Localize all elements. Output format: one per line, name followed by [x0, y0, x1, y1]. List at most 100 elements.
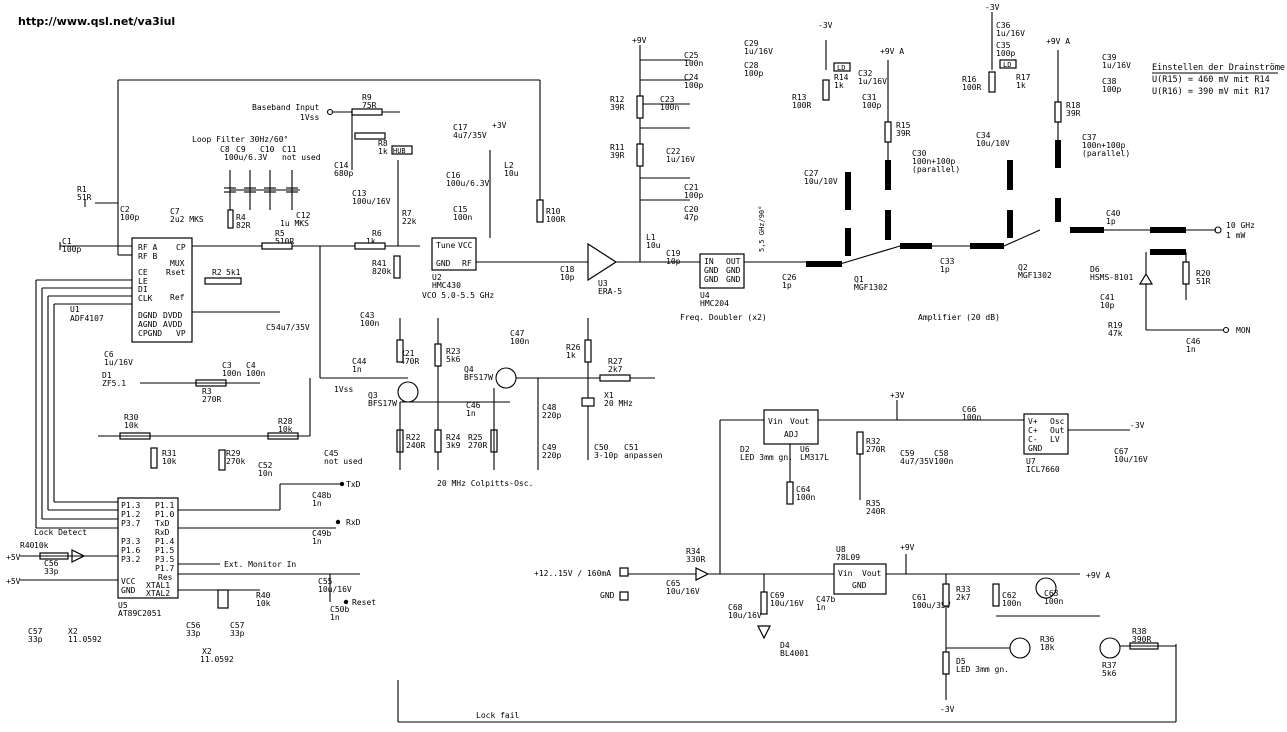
svg-text:10n: 10n [258, 469, 273, 478]
svg-text:10k: 10k [124, 421, 139, 430]
svg-text:P1.0: P1.0 [155, 510, 174, 519]
svg-text:R25: R25 [468, 433, 483, 442]
svg-text:3k9: 3k9 [446, 441, 461, 450]
svg-text:1n: 1n [816, 603, 826, 612]
svg-text:HUB: HUB [393, 147, 406, 155]
svg-text:C57: C57 [28, 627, 43, 636]
svg-text:HMC204: HMC204 [700, 299, 729, 308]
svg-text:Osc: Osc [1050, 417, 1065, 426]
header-url[interactable]: http://www.qsl.net/va3iul [18, 15, 175, 28]
svg-text:100n: 100n [360, 319, 379, 328]
svg-text:LED 3mm gn.: LED 3mm gn. [956, 665, 1009, 674]
svg-text:U4: U4 [700, 291, 710, 300]
svg-text:C44: C44 [352, 357, 367, 366]
svg-text:P1.2: P1.2 [121, 510, 140, 519]
baseband-level: 1Vss [300, 113, 319, 122]
svg-text:100n: 100n [222, 369, 241, 378]
svg-text:10u: 10u [504, 169, 519, 178]
svg-text:AVDD: AVDD [163, 320, 182, 329]
svg-text:R40: R40 [20, 541, 35, 550]
svg-text:C24: C24 [684, 73, 699, 82]
svg-text:LD: LD [837, 64, 845, 72]
anpassen-label: anpassen [624, 451, 663, 460]
svg-text:R3: R3 [202, 387, 212, 396]
p5v-vcc-rail: +5V [6, 577, 21, 586]
svg-text:Ref: Ref [170, 293, 185, 302]
svg-text:100n: 100n [796, 493, 815, 502]
svg-text:U5: U5 [118, 601, 128, 610]
gnd-terminal[interactable] [619, 591, 629, 601]
c1-value: 100p [62, 245, 81, 254]
svg-text:C46: C46 [1186, 337, 1201, 346]
svg-text:R20: R20 [1196, 269, 1211, 278]
svg-text:R13: R13 [792, 93, 807, 102]
svg-text:P3.3: P3.3 [121, 537, 140, 546]
svg-text:C50: C50 [594, 443, 609, 452]
svg-text:LD: LD [1003, 61, 1011, 69]
svg-text:2k7: 2k7 [956, 593, 971, 602]
rf-output-terminal[interactable] [1214, 226, 1222, 234]
svg-text:10u/16V: 10u/16V [770, 599, 804, 608]
svg-text:VCC: VCC [121, 577, 136, 586]
svg-text:39R: 39R [896, 129, 911, 138]
svg-text:C37: C37 [1082, 133, 1097, 142]
svg-text:R6: R6 [372, 229, 382, 238]
svg-text:R12: R12 [610, 95, 625, 104]
svg-text:82R: 82R [236, 221, 251, 230]
svg-text:RF A: RF A [138, 243, 157, 252]
svg-text:DGND: DGND [138, 311, 157, 320]
svg-text:BFS17W: BFS17W [464, 373, 493, 382]
svg-text:C49: C49 [542, 443, 557, 452]
q7-transistor [1099, 637, 1121, 659]
mon-label: MON [1236, 326, 1251, 335]
svg-text:4u7/35V: 4u7/35V [453, 131, 487, 140]
svg-text:+9V A: +9V A [1046, 37, 1070, 46]
svg-text:100n: 100n [934, 457, 953, 466]
svg-text:X1: X1 [604, 391, 614, 400]
u5-mcu-ic: P1.3 P1.2 P3.7 P3.3 P1.6 P3.2 VCC GND P1… [117, 497, 179, 618]
svg-text:2u2 MKS: 2u2 MKS [170, 215, 204, 224]
svg-text:10u/16V: 10u/16V [666, 587, 700, 596]
c46-colpitts-ref: C46 [466, 401, 481, 410]
svg-text:P3.7: P3.7 [121, 519, 140, 528]
rxd-terminal[interactable] [335, 519, 341, 525]
amplifier-label: Amplifier (20 dB) [918, 313, 1000, 322]
svg-text:1u/16V: 1u/16V [996, 29, 1025, 38]
svg-text:C58: C58 [934, 449, 949, 458]
svg-text:CLK: CLK [138, 294, 153, 303]
svg-text:U1: U1 [70, 305, 80, 314]
svg-text:39R: 39R [1066, 109, 1081, 118]
svg-text:100n: 100n [684, 59, 703, 68]
svg-text:R15: R15 [896, 121, 911, 130]
svg-text:C59: C59 [900, 449, 915, 458]
rf-out-label: 10 GHz [1226, 221, 1255, 230]
svg-text:R33: R33 [956, 585, 971, 594]
svg-text:R17: R17 [1016, 73, 1031, 82]
svg-text:L1: L1 [646, 233, 656, 242]
svg-text:D2: D2 [740, 445, 750, 454]
svg-text:11.0592: 11.0592 [68, 635, 102, 644]
svg-text:330R: 330R [686, 555, 705, 564]
svg-text:C41: C41 [1100, 293, 1115, 302]
svg-text:1k: 1k [366, 237, 376, 246]
reset-terminal[interactable] [343, 599, 349, 605]
svg-text:C35: C35 [996, 41, 1011, 50]
svg-text:C38: C38 [1102, 77, 1117, 86]
u2-vco-ic: Tune VCC GND RF U2 HMC430 [431, 237, 477, 290]
svg-text:100n: 100n [660, 103, 679, 112]
svg-text:10u/10V: 10u/10V [976, 139, 1010, 148]
txd-terminal[interactable] [339, 481, 345, 487]
baseband-input-terminal[interactable] [326, 108, 334, 116]
svg-text:1n: 1n [352, 365, 362, 374]
svg-text:C48: C48 [542, 403, 557, 412]
q6-transistor [1035, 577, 1057, 599]
mon-terminal[interactable] [1222, 326, 1230, 334]
supply-input-terminal[interactable] [619, 567, 629, 577]
svg-text:270R: 270R [202, 395, 221, 404]
svg-text:ZF5.1: ZF5.1 [102, 379, 126, 388]
svg-text:IN: IN [704, 257, 714, 266]
svg-text:4u7/35V: 4u7/35V [276, 323, 310, 332]
svg-text:Vout: Vout [862, 569, 881, 578]
svg-text:-3V: -3V [940, 705, 955, 714]
svg-text:C17: C17 [453, 123, 468, 132]
